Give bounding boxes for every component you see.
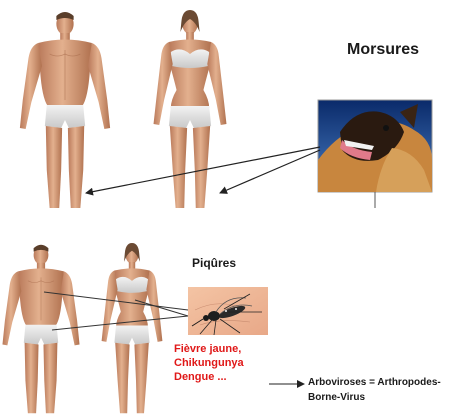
disease-list: Fièvre jaune, Chikungunya Dengue ... [174,342,244,384]
dog-photo [318,100,432,192]
disease-item: Fièvre jaune, [174,342,244,356]
disease-item: Chikungunya [174,356,244,370]
arboviroses-line: Arboviroses = Arthropodes- [308,375,441,390]
male-figure-icon [20,12,110,208]
disease-item: Dengue ... [174,370,244,384]
female-figure-icon [154,10,227,208]
bites-title: Morsures [347,41,419,59]
stings-title: Piqûres [192,256,236,270]
female-figure-icon [102,243,163,413]
mosquito-photo [188,287,268,335]
arboviroses-definition: Arboviroses = Arthropodes- Borne-Virus [308,375,441,405]
arboviroses-line: Borne-Virus [308,390,441,405]
male-figure-icon [2,245,79,414]
